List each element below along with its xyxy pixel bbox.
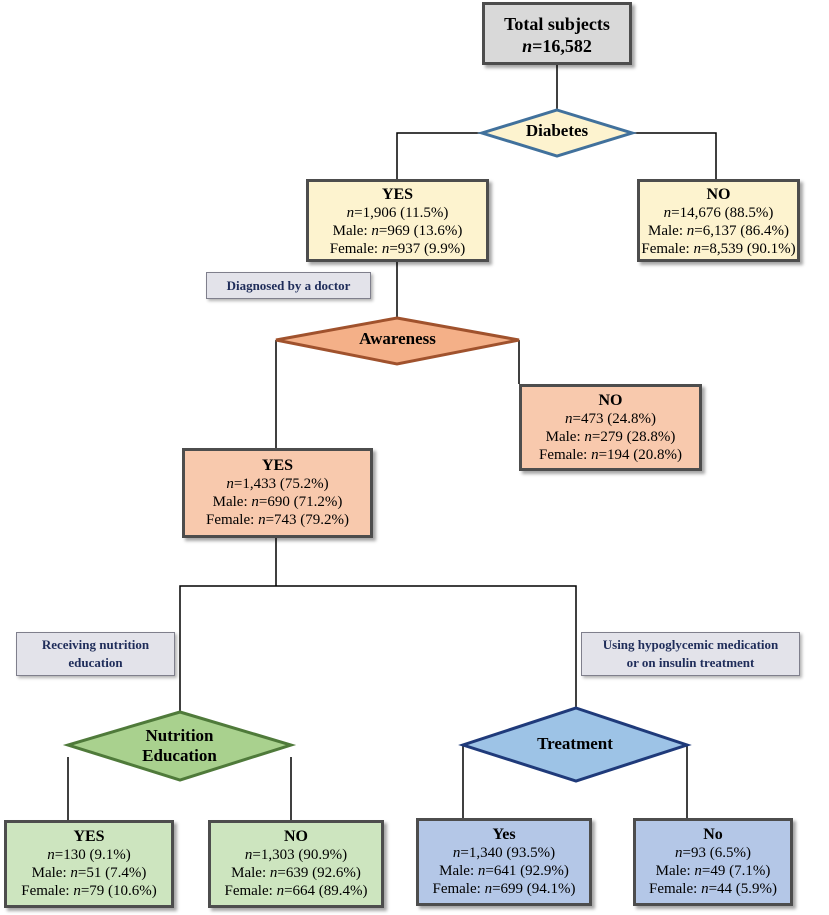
diabetes-yes-head: YES [381,186,414,203]
total-subjects-box: Total subjects n=16,582 [482,2,632,65]
awareness-yes-total: n=1,433 (75.2%) [226,476,329,492]
diabetes-yes-total: n=1,906 (11.5%) [346,205,449,221]
treatment-yes-box: Yes n=1,340 (93.5%) Male: n=641 (92.9%) … [416,818,592,906]
awareness-diamond [275,316,520,366]
nutrition-yes-total: n=130 (9.1%) [47,847,131,863]
treatment-no-total: n=93 (6.5%) [675,845,751,861]
treatment-tag-line2: or on insulin treatment [626,655,755,670]
connector [179,585,577,712]
nutrition-tag-line2: education [68,655,123,670]
nutrition-no-head: NO [284,828,308,845]
nutrition-no-male: Male: n=639 (92.6%) [231,865,361,881]
treatment-yes-female: Female: n=699 (94.1%) [432,881,576,897]
total-subjects-count: n=16,582 [522,36,592,56]
diabetes-no-box: NO n=14,676 (88.5%) Male: n=6,137 (86.4%… [637,179,800,262]
awareness-no-female: Female: n=194 (20.8%) [538,447,683,463]
diabetes-no-male: Male: n=6,137 (86.4%) [648,223,789,239]
nutrition-yes-head: YES [73,828,105,845]
diabetes-no-total: n=14,676 (88.5%) [663,205,774,221]
diabetes-no-female: Female: n=8,539 (90.1%) [641,241,796,257]
awareness-yes-female: Female: n=743 (79.2%) [205,512,350,528]
nutrition-yes-male: Male: n=51 (7.4%) [31,865,147,881]
connector [632,132,717,179]
nutrition-tag-line1: Receiving nutrition [41,637,150,652]
nutrition-yes-female: Female: n=79 (10.6%) [21,883,157,899]
diabetes-yes-box: YES n=1,906 (11.5%) Male: n=969 (13.6%) … [306,179,489,262]
treatment-no-male: Male: n=49 (7.1%) [655,863,771,879]
treatment-yes-head: Yes [492,826,516,843]
awareness-yes-head: YES [261,457,294,474]
diabetes-no-head: NO [706,186,731,203]
treatment-tag-line1: Using hypoglycemic medication [602,637,779,652]
awareness-no-head: NO [598,392,623,409]
treatment-no-box: No n=93 (6.5%) Male: n=49 (7.1%) Female:… [633,818,793,906]
nutrition-education-tag: Receiving nutrition education [16,632,175,676]
nutrition-education-diamond [62,710,297,782]
nutrition-no-female: Female: n=664 (89.4%) [224,883,368,899]
awareness-no-box: NO n=473 (24.8%) Male: n=279 (28.8%) Fem… [519,384,702,471]
diabetes-yes-male: Male: n=969 (13.6%) [332,223,463,239]
connector-lines [67,64,717,820]
nutrition-yes-box: YES n=130 (9.1%) Male: n=51 (7.4%) Femal… [4,820,174,908]
awareness-no-male: Male: n=279 (28.8%) [545,429,676,445]
total-subjects-title: Total subjects [504,14,610,34]
treatment-yes-male: Male: n=641 (92.9%) [439,863,569,879]
treatment-tag: Using hypoglycemic medication or on insu… [581,632,800,676]
treatment-no-head: No [703,826,723,843]
diagnosed-by-doctor-tag: Diagnosed by a doctor [206,272,371,299]
treatment-diamond [458,706,692,783]
diabetes-diamond [476,108,638,158]
awareness-yes-box: YES n=1,433 (75.2%) Male: n=690 (71.2%) … [182,448,373,538]
nutrition-no-total: n=1,303 (90.9%) [244,847,348,863]
awareness-no-total: n=473 (24.8%) [565,411,656,427]
diabetes-yes-female: Female: n=937 (9.9%) [329,241,466,257]
treatment-yes-total: n=1,340 (93.5%) [452,845,556,861]
nutrition-no-box: NO n=1,303 (90.9%) Male: n=639 (92.6%) F… [208,820,384,908]
treatment-no-female: Female: n=44 (5.9%) [648,881,778,897]
connector [396,132,482,180]
awareness-yes-male: Male: n=690 (71.2%) [212,494,343,510]
